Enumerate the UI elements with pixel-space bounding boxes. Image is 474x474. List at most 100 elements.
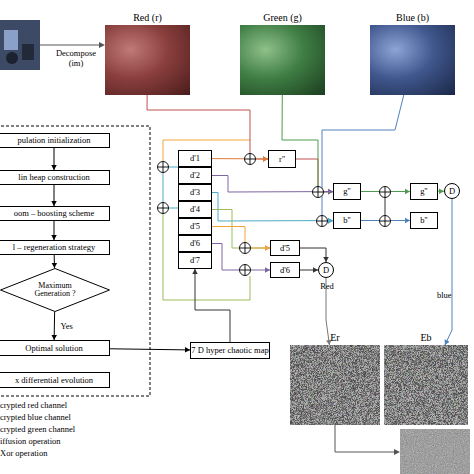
connector: [147, 95, 268, 162]
channel-box: g'': [410, 183, 438, 200]
arrow-head: [328, 218, 333, 223]
node-text: d'6: [190, 239, 200, 248]
connector: [192, 269, 230, 342]
arrow-head: [328, 218, 333, 223]
connector-line: [322, 95, 404, 221]
connector-line: [282, 95, 333, 192]
arrow-head: [265, 245, 270, 251]
node-text: Optimal solution: [25, 344, 82, 353]
node-text: d'3: [190, 188, 200, 197]
arrow-head: [313, 267, 318, 273]
arrow-head: [445, 339, 450, 345]
node-text: D: [449, 187, 455, 196]
node-text: g'': [343, 187, 350, 196]
connector-line: [212, 210, 270, 249]
connector-line: [296, 159, 333, 192]
connector: [212, 176, 333, 195]
connector-line: [361, 191, 410, 192]
channel-box: r'': [268, 150, 296, 168]
diffusion-circle: D: [444, 183, 460, 199]
connector: [212, 156, 268, 161]
diffusion-circle: D: [318, 262, 334, 278]
key-box: d'4: [178, 201, 212, 218]
connector: [326, 278, 331, 345]
connector-line: [212, 176, 333, 193]
node-text: 7 D hyper chaotic map: [191, 346, 268, 355]
image-heading: Red (r): [95, 12, 200, 24]
node-text: d'5: [190, 222, 200, 231]
node-text: b'': [343, 216, 350, 225]
arrow-head: [192, 269, 198, 274]
arrow-head: [326, 340, 331, 345]
node-text: g'': [420, 187, 427, 196]
arrow-head: [328, 189, 333, 194]
process-box: lin heap construction: [0, 170, 110, 185]
arrow-head: [405, 218, 410, 224]
blue-channel-image: Blue (b): [370, 25, 455, 95]
connector-line: [195, 269, 230, 342]
channel-box: b'': [333, 212, 361, 229]
image-heading: Eb: [374, 332, 474, 344]
connector: [300, 267, 318, 273]
legend-text: iffusion operation: [0, 436, 100, 446]
process-box: x differential evolution: [0, 372, 110, 388]
node-text: pulation initialization: [18, 136, 91, 145]
process-box: l – regeneration strategy: [0, 240, 110, 255]
key-box: d'6: [270, 262, 300, 278]
connector: [322, 95, 404, 224]
key-box: d'5: [270, 240, 300, 256]
process-box: Optimal solution: [0, 340, 110, 356]
node-text: oom – boosting scheme: [14, 209, 95, 218]
connector-line: [326, 278, 329, 345]
arrow-head: [263, 156, 268, 162]
source-photo: [0, 20, 40, 70]
connector: [438, 188, 444, 193]
decompose-arrow: [40, 42, 105, 48]
connector-line: [361, 220, 410, 221]
connector: [51, 221, 57, 240]
connector: [212, 227, 270, 251]
arrow-head: [263, 156, 268, 161]
signal-label: blue: [437, 290, 467, 300]
arrow-head: [51, 235, 57, 240]
image-heading: Blue (b): [360, 12, 465, 24]
connector: [361, 218, 410, 224]
channel-box: b'': [410, 212, 438, 229]
connector: [296, 159, 333, 195]
legend-text: crypted red channel: [0, 400, 100, 410]
result-image: [400, 429, 470, 474]
node-text: d'6: [280, 266, 290, 275]
edge-label: Decompose (im): [48, 48, 104, 68]
dashed-group: [0, 126, 150, 396]
key-box: d'6: [178, 235, 212, 252]
connector: [445, 199, 452, 345]
arrow-head: [439, 188, 444, 193]
connector: [212, 193, 333, 224]
channel-box: g'': [333, 183, 361, 200]
diamond-shape: [1, 269, 110, 312]
node-text: d'1: [190, 154, 200, 163]
connector: [51, 148, 57, 170]
node-text: x differential evolution: [15, 376, 93, 385]
node-text: l – regeneration strategy: [13, 243, 95, 252]
arrow-head: [185, 347, 190, 352]
process-box: pulation initialization: [0, 133, 110, 148]
arrow-head: [52, 263, 57, 268]
arrow-head: [51, 201, 57, 206]
green-channel-image: Green (g): [240, 25, 325, 95]
arrow-head: [328, 189, 333, 194]
legend-text: crypted blue channel: [0, 412, 100, 422]
signal-label: Red: [312, 281, 342, 291]
arrow-head: [265, 245, 270, 251]
key-box: d'1: [178, 150, 212, 167]
connector: [212, 244, 270, 273]
connector-line: [212, 244, 270, 271]
node-text: d'7: [190, 256, 200, 265]
connector: [361, 189, 410, 195]
arrow-head: [405, 189, 410, 195]
red-channel-image: Red (r): [105, 25, 190, 95]
key-box: d'3: [178, 184, 212, 201]
arrow-head: [265, 267, 270, 273]
legend-text: Xor operation: [0, 448, 100, 458]
